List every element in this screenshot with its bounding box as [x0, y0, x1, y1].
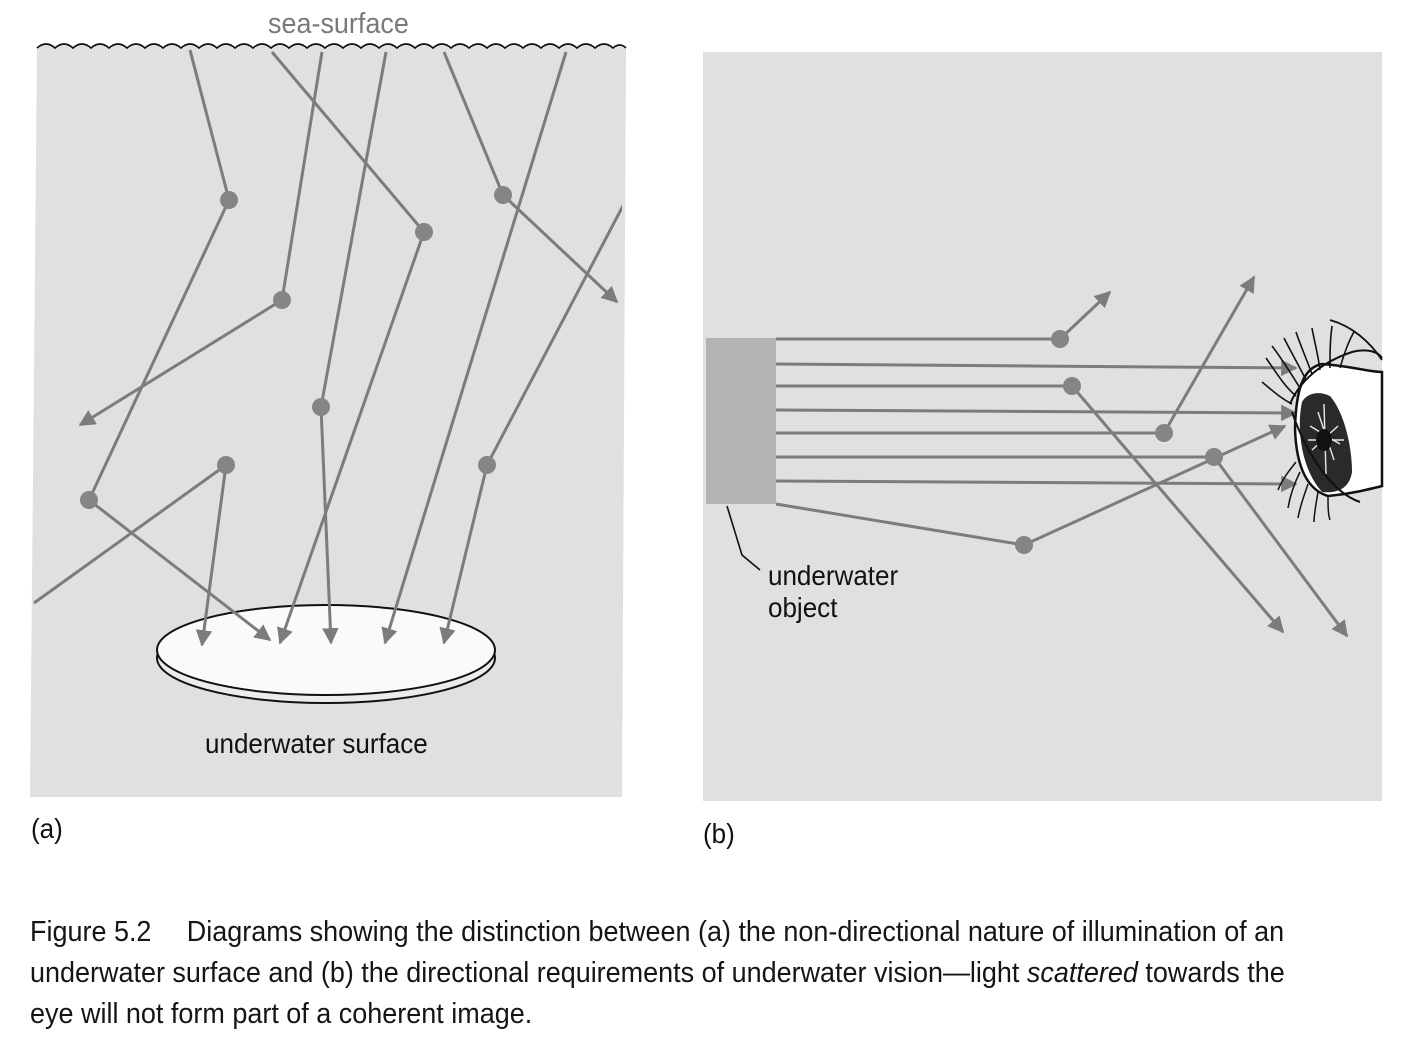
scatter-point [312, 398, 330, 416]
caption-emphasis: scattered [1026, 957, 1138, 989]
panel-b-water [703, 52, 1382, 801]
eye-icon [1261, 319, 1384, 523]
underwater-surface-disc [156, 604, 496, 704]
underwater-object [706, 338, 776, 504]
light-ray-b2 [775, 359, 1298, 377]
scatter-point [1015, 536, 1033, 554]
panel-b: underwater object [703, 52, 1384, 801]
light-ray-b7 [775, 475, 1298, 493]
underwater-object-label-line2: object [768, 592, 838, 623]
underwater-surface-label: underwater surface [205, 728, 428, 759]
caption-text-after: towards the eye will not form part of a … [30, 957, 1285, 1030]
panel-a-label: (a) [31, 813, 63, 844]
scatter-point [80, 491, 98, 509]
panel-a: sea-surface underwate [30, 7, 627, 797]
figure-number: Figure 5.2 [30, 916, 152, 948]
underwater-object-label-line1: underwater [768, 560, 898, 591]
scatter-point [415, 223, 433, 241]
scatter-point [1063, 377, 1081, 395]
light-ray-a1 [87, 49, 272, 642]
light-ray-a6 [381, 51, 568, 645]
panel-b-scatter-points [1015, 330, 1223, 554]
caption-text-before: Diagrams showing the distinction between… [30, 916, 1285, 989]
sea-surface-label: sea-surface [268, 7, 409, 39]
panel-b-label: (b) [703, 818, 735, 849]
scatter-point [220, 191, 238, 209]
scatter-point [494, 186, 512, 204]
object-leader-line [726, 505, 761, 571]
light-ray-b4 [775, 404, 1298, 422]
scatter-point [217, 456, 235, 474]
diagram-figure: sea-surface underwate [30, 7, 1384, 849]
scatter-point [1155, 424, 1173, 442]
scatter-point [273, 291, 291, 309]
sea-surface-line [36, 43, 627, 50]
scatter-point [1205, 448, 1223, 466]
scatter-point [1051, 330, 1069, 348]
panel-a-water [30, 44, 626, 797]
scatter-point [478, 456, 496, 474]
panel-a-scatter-points [80, 186, 512, 509]
